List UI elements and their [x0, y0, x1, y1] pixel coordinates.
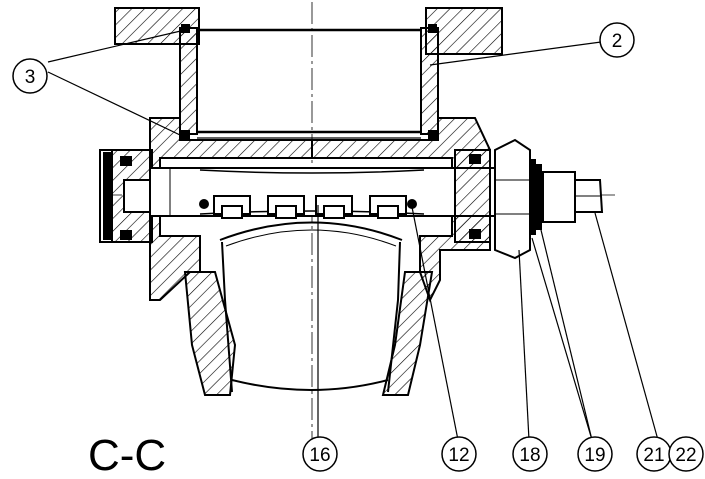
callout-label: 16 [309, 445, 330, 466]
callout-22: 22 [668, 436, 704, 472]
seals-part-3 [181, 24, 437, 139]
left-end-cover [99, 149, 153, 243]
rotor-pockets-part-16 [213, 195, 407, 219]
callout-2: 2 [599, 22, 635, 58]
section-label: C-C [88, 431, 166, 479]
right-end-assembly [454, 138, 604, 260]
callout-label: 21 [643, 445, 664, 466]
callout-12: 12 [441, 436, 477, 472]
callout-21: 21 [636, 436, 672, 472]
callout-label: 3 [25, 67, 36, 88]
callout-label: 22 [675, 445, 696, 466]
callout-label: 12 [448, 445, 469, 466]
callout-3: 3 [12, 58, 48, 94]
sleeve-part-2 [179, 8, 439, 139]
housing-body [149, 117, 491, 396]
callout-label: 18 [519, 445, 540, 466]
callout-label: 19 [584, 445, 605, 466]
callout-16: 16 [302, 436, 338, 472]
outlet-cone [219, 221, 403, 393]
callout-18: 18 [512, 436, 548, 472]
leader-lines [47, 29, 659, 441]
bearings-part-12 [199, 199, 417, 209]
callout-19: 19 [577, 436, 613, 472]
callout-label: 2 [612, 31, 623, 52]
